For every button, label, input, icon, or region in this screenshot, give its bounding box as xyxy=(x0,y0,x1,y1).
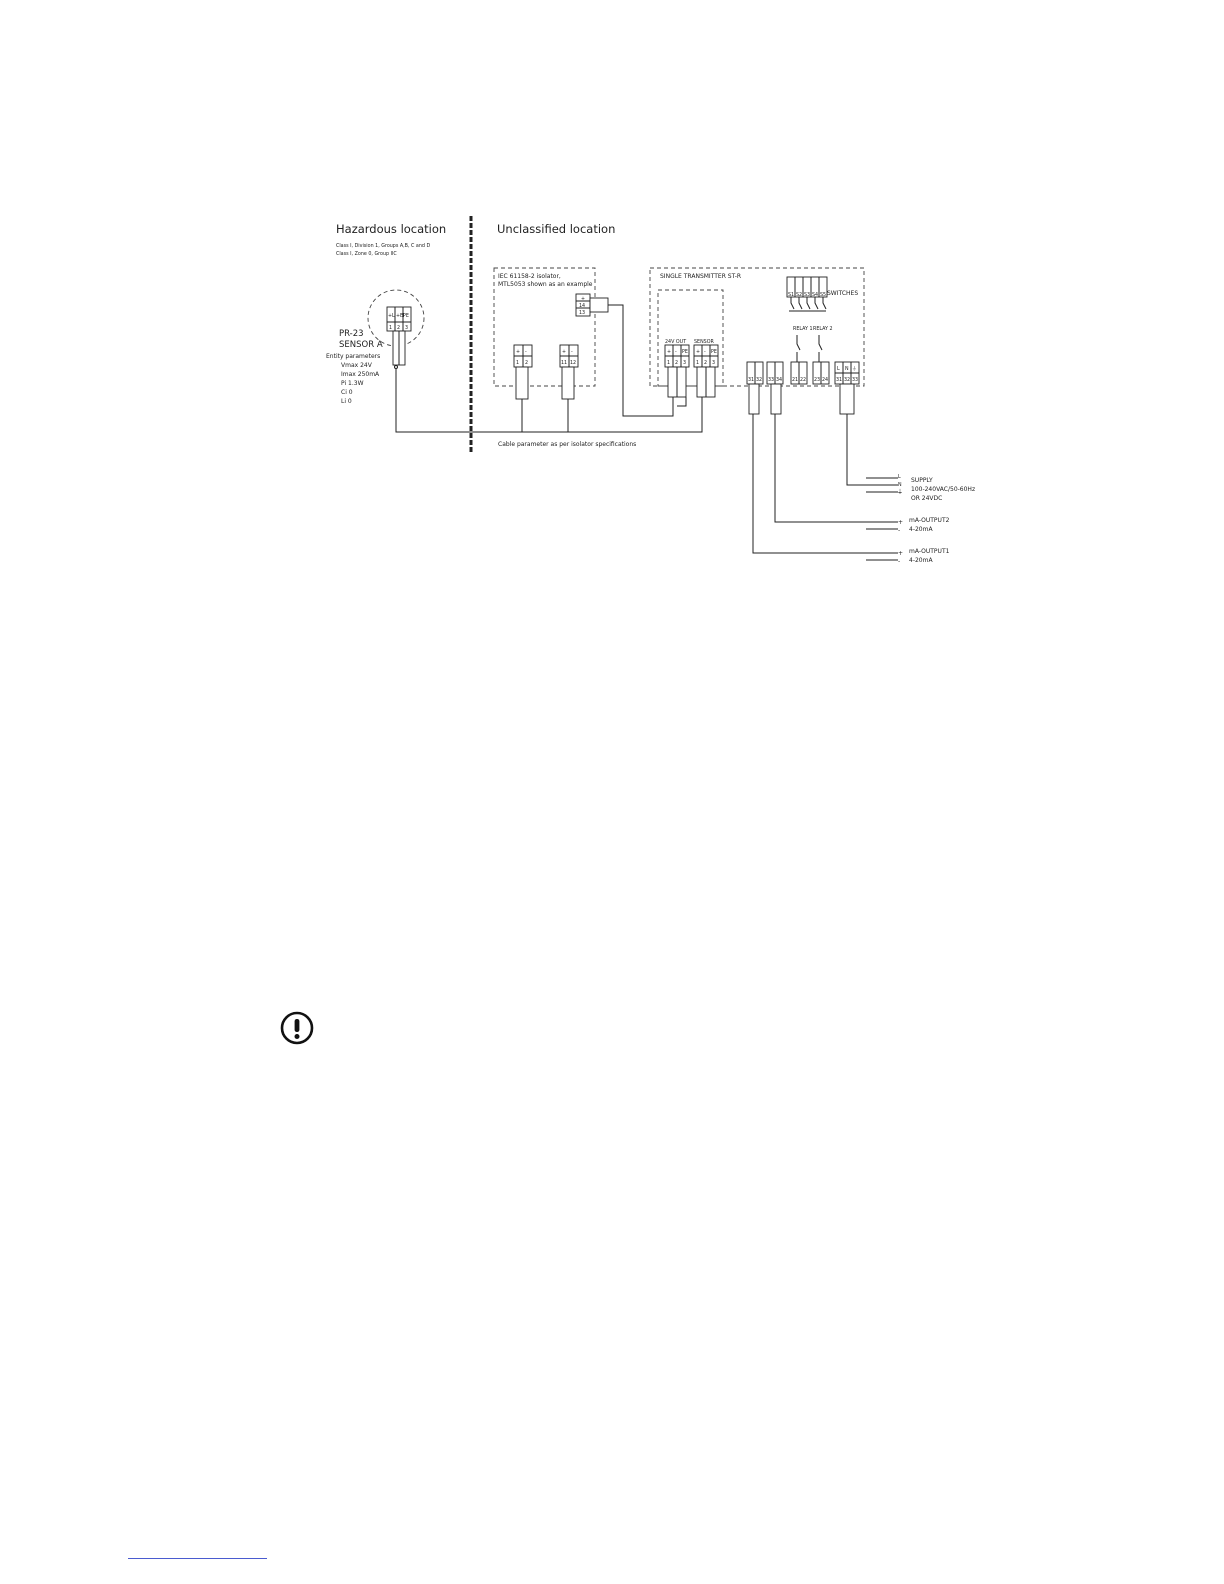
svg-text:S4: S4 xyxy=(812,292,818,298)
relay-1-label: RELAY 1 xyxy=(793,326,813,332)
transmitter-box xyxy=(649,267,865,387)
svg-text:+: + xyxy=(562,349,566,355)
relay-2-label: RELAY 2 xyxy=(813,326,833,332)
svg-text:3: 3 xyxy=(683,360,686,366)
entity-vmax: Vmax 24V xyxy=(341,362,373,369)
transmitter-title: SINGLE TRANSMITTER ST-R xyxy=(660,273,741,280)
svg-text:24: 24 xyxy=(822,377,828,383)
out-24v-label: 24V OUT xyxy=(665,339,686,345)
svg-text:+: + xyxy=(581,296,585,302)
entity-li: Li 0 xyxy=(341,398,352,405)
isolator-subtitle: MTL5053 shown as an example xyxy=(498,281,593,288)
sensor-terminal-label-1: +L xyxy=(388,313,395,319)
svg-text:33: 33 xyxy=(768,377,774,383)
sensor-a: +L +B PE 1 2 3 PR-23 SENSOR A Entity par… xyxy=(326,289,425,405)
entity-ci: Ci 0 xyxy=(341,389,353,396)
svg-text:31: 31 xyxy=(836,377,842,383)
cable-note: Cable parameter as per isolator specific… xyxy=(498,441,636,448)
isolator-title: IEC 61158-2 isolator, xyxy=(498,273,561,280)
entity-imax: Imax 250mA xyxy=(341,371,380,378)
svg-text:1: 1 xyxy=(516,360,519,366)
switches-label: SWITCHES xyxy=(827,290,858,297)
svg-text:-: - xyxy=(704,350,706,355)
sensor-terminal-block xyxy=(386,306,412,332)
svg-text:+: + xyxy=(667,349,671,355)
output1-plus: + xyxy=(898,550,903,557)
svg-text:N: N xyxy=(845,366,849,372)
sensor-input-label: SENSOR xyxy=(694,339,714,345)
svg-text:S1: S1 xyxy=(788,292,794,298)
svg-text:11: 11 xyxy=(561,360,567,366)
svg-text:PE: PE xyxy=(682,349,688,355)
svg-text:34: 34 xyxy=(776,377,782,383)
entity-parameters-title: Entity parameters xyxy=(326,353,380,360)
supply-sign-n: N xyxy=(898,482,902,488)
supply-label: SUPPLY xyxy=(911,477,933,484)
sensor-terminal-number-1: 1 xyxy=(389,325,392,331)
svg-text:31: 31 xyxy=(748,377,754,383)
output2-plus: + xyxy=(898,519,903,526)
wiring xyxy=(395,304,898,561)
output2-range: 4-20mA xyxy=(909,526,933,533)
output1-label: mA-OUTPUT1 xyxy=(909,548,950,555)
hazardous-title: Hazardous location xyxy=(336,222,446,236)
svg-text:+: + xyxy=(696,349,700,355)
output2-label: mA-OUTPUT2 xyxy=(909,517,950,524)
hazardous-class-1: Class I, Division 1, Groups A,B, C and D xyxy=(336,243,430,249)
footnote-separator xyxy=(128,1558,267,1559)
supply-dc: OR 24VDC xyxy=(911,495,942,502)
isolator: IEC 61158-2 isolator, MTL5053 shown as a… xyxy=(493,267,609,400)
svg-text:23: 23 xyxy=(814,377,820,383)
sensor-terminal-number-3: 3 xyxy=(405,325,408,331)
svg-text:3: 3 xyxy=(712,360,715,366)
svg-text:13: 13 xyxy=(579,310,585,316)
svg-text:22: 22 xyxy=(800,377,806,383)
svg-text:32: 32 xyxy=(756,377,762,383)
supply-sign-ground: ⏚ xyxy=(897,489,903,496)
sensor-terminal-label-3: PE xyxy=(403,313,409,319)
output1-minus: - xyxy=(898,558,900,565)
sensor-model: PR-23 xyxy=(339,329,364,339)
svg-text:32: 32 xyxy=(844,377,850,383)
sensor-terminal-number-2: 2 xyxy=(397,325,400,331)
switch-block: S1 S2 S3 S4 S5 SWITCHES xyxy=(786,276,858,312)
hazardous-class-2: Class I, Zone 0, Group IIC xyxy=(336,251,397,257)
svg-text:PE: PE xyxy=(711,349,717,355)
svg-text:12: 12 xyxy=(570,360,576,366)
svg-text:S5: S5 xyxy=(820,292,826,298)
sensor-terminal-label-2: +B xyxy=(396,313,403,319)
svg-text:-: - xyxy=(571,350,573,355)
svg-text:21: 21 xyxy=(792,377,798,383)
svg-text:L: L xyxy=(837,366,840,372)
svg-text:+: + xyxy=(516,349,520,355)
transmitter-inner-box xyxy=(657,289,724,387)
isolator-box xyxy=(493,267,596,387)
supply-sign-l: L xyxy=(898,474,901,480)
unclassified-title: Unclassified location xyxy=(497,222,615,236)
entity-pi: Pi 1.3W xyxy=(341,380,364,387)
exclamation-circle-icon xyxy=(280,1011,314,1045)
supply-voltage: 100-240VAC/50-60Hz xyxy=(911,486,975,493)
svg-text:-: - xyxy=(675,350,677,355)
svg-text:33: 33 xyxy=(852,377,858,383)
output2-minus: - xyxy=(898,527,900,534)
svg-text:S2: S2 xyxy=(796,292,802,298)
svg-text:⏚: ⏚ xyxy=(852,365,857,372)
svg-text:S3: S3 xyxy=(804,292,810,298)
wiring-diagram: Hazardous location Class I, Division 1, … xyxy=(326,216,975,565)
svg-text:14: 14 xyxy=(579,303,585,309)
svg-text:2: 2 xyxy=(525,360,528,366)
svg-text:-: - xyxy=(525,350,527,355)
sensor-name: SENSOR A xyxy=(339,340,383,350)
transmitter: SINGLE TRANSMITTER ST-R 24V OUT + - PE 1… xyxy=(649,267,865,415)
svg-text:2: 2 xyxy=(704,360,707,366)
svg-text:1: 1 xyxy=(667,360,670,366)
svg-text:2: 2 xyxy=(675,360,678,366)
output1-range: 4-20mA xyxy=(909,557,933,564)
svg-text:1: 1 xyxy=(696,360,699,366)
